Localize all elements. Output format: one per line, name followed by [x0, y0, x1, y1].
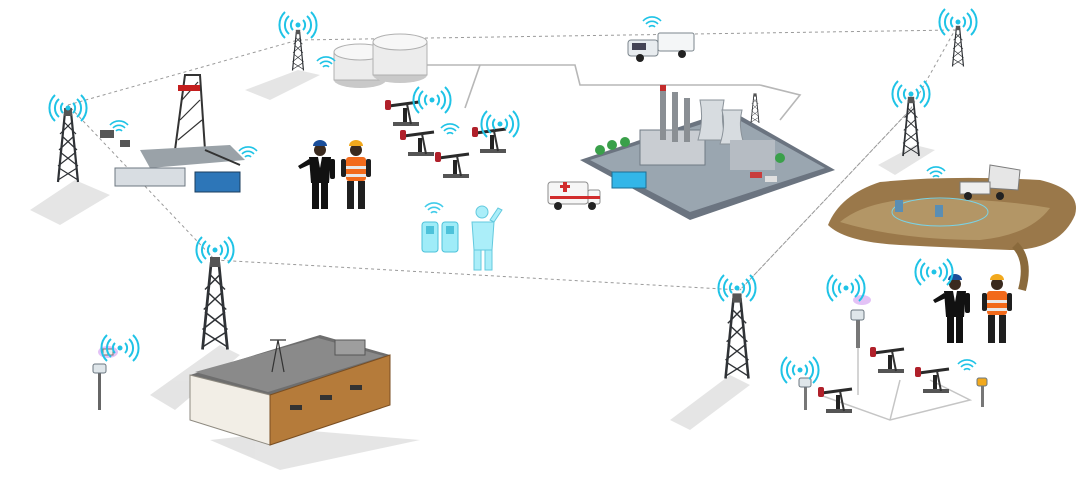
- manager-icon: [298, 140, 335, 209]
- control-room-icon: [189, 335, 391, 446]
- tower-icon: [195, 236, 235, 351]
- pipeline-network: [420, 64, 802, 121]
- ambulance-icon: [547, 181, 601, 210]
- sensor-icon: [957, 359, 988, 407]
- storage-tank-icon: [316, 33, 428, 88]
- worker-icon: [982, 274, 1012, 343]
- tower-icon: [891, 80, 931, 157]
- tower-icon: [48, 94, 88, 184]
- sensor-icon: [780, 356, 820, 410]
- pump-jack-icon: [383, 86, 520, 180]
- sensor-icon: [826, 274, 871, 348]
- wireless-links: [67, 29, 956, 291]
- pump-jack-icon: [868, 345, 906, 375]
- tower-icon: [717, 274, 757, 380]
- manager-icon: [933, 274, 970, 343]
- soil-site-icon: [828, 166, 1076, 292]
- pump-jack-icon: [913, 365, 951, 395]
- tower-icon: [938, 8, 978, 68]
- power-plant-icon: [580, 85, 835, 220]
- drilling-rig-icon: [100, 74, 258, 193]
- tower-icon: [278, 11, 318, 72]
- worker-icon: [341, 140, 371, 209]
- truck-icon: [627, 16, 695, 62]
- pump-field: [780, 274, 988, 421]
- surveillance-camera-icon: [92, 334, 140, 410]
- holographic-person-icon: [471, 205, 503, 271]
- radio-handset-icon: [421, 202, 459, 253]
- dump-truck-icon: [959, 164, 1021, 200]
